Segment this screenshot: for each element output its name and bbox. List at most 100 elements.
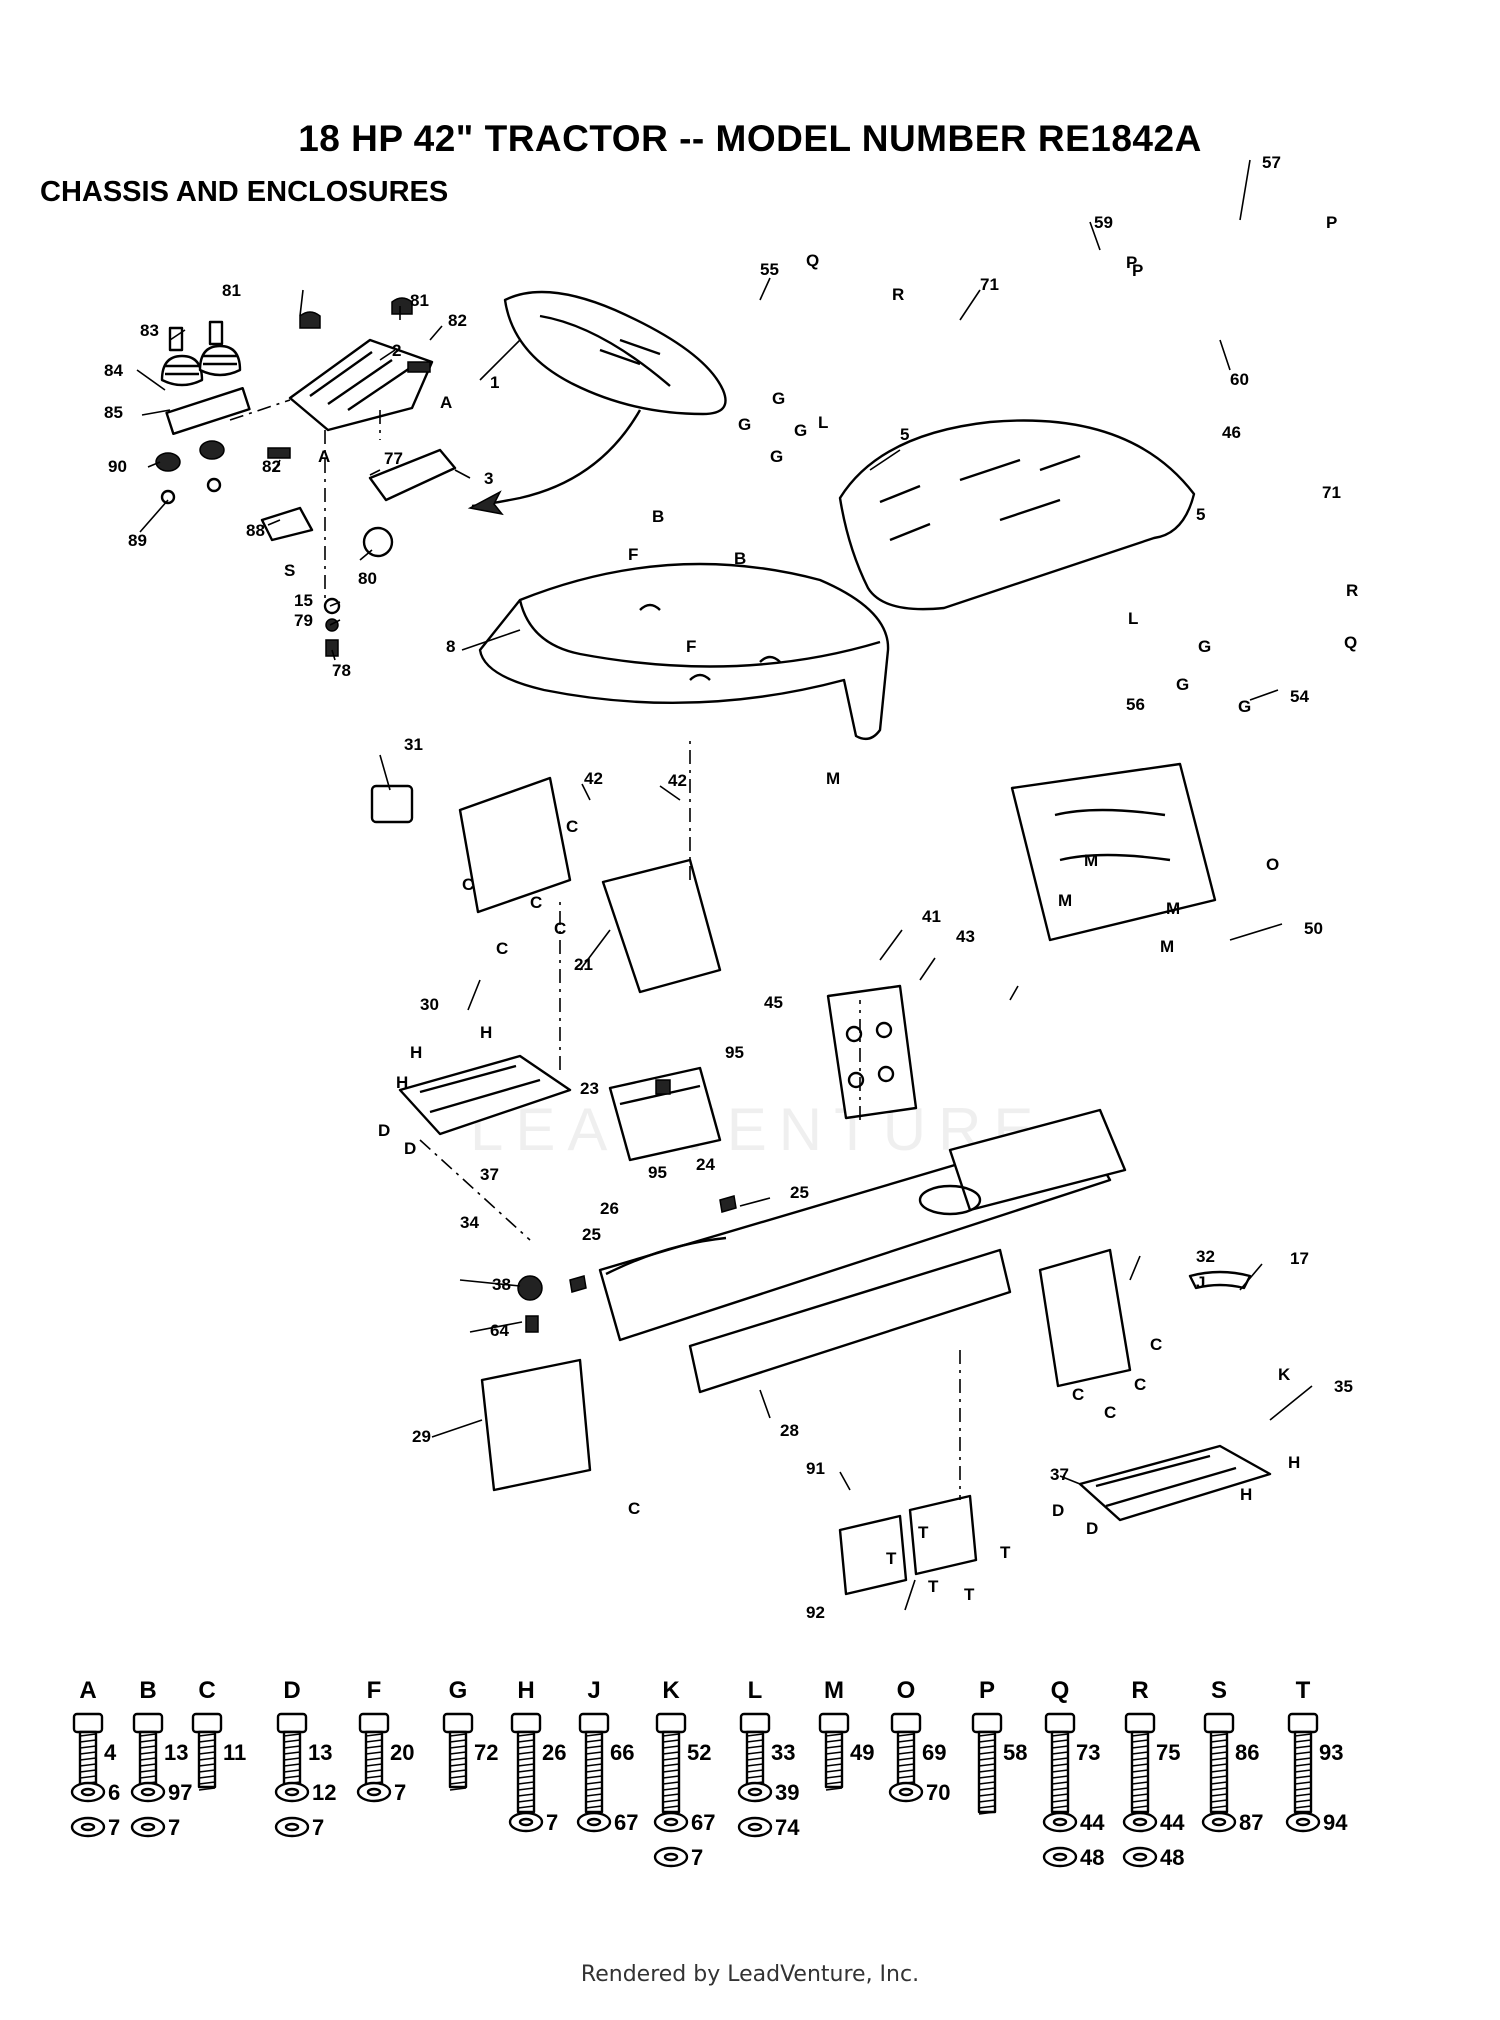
hardware-part-number: 69 (922, 1740, 946, 1765)
section-letter-R: R (1346, 581, 1358, 600)
section-letter-B: B (652, 507, 664, 526)
hardware-letter: B (139, 1677, 156, 1704)
section-subtitle: CHASSIS AND ENCLOSURES (40, 176, 449, 208)
section-letter-D: D (1052, 1501, 1064, 1520)
hardware-group-C: C11 (191, 1677, 246, 1791)
hardware-part-number: 93 (1319, 1740, 1343, 1765)
battery (608, 1066, 722, 1162)
section-letter-F: F (628, 545, 638, 564)
callout-37: 37 (480, 1165, 499, 1184)
callout-25: 25 (582, 1225, 601, 1244)
section-letter-P: P (1126, 253, 1137, 272)
section-letter-C: C (530, 893, 542, 912)
section-letter-D: D (1086, 1519, 1098, 1538)
callout-71: 71 (980, 275, 999, 294)
hardware-part-number: 39 (775, 1780, 799, 1805)
section-letter-G: G (1198, 637, 1211, 656)
section-letter-Q: Q (1344, 633, 1357, 652)
callout-90: 90 (108, 457, 127, 476)
callout-31: 31 (404, 735, 423, 754)
callout-37: 37 (1050, 1465, 1069, 1484)
section-letter-H: H (1240, 1485, 1252, 1504)
hardware-part-number: 26 (542, 1740, 566, 1765)
callout-95: 95 (725, 1043, 744, 1062)
hardware-letter: R (1131, 1677, 1148, 1704)
section-letter-G: G (1238, 697, 1251, 716)
hardware-letter: J (587, 1677, 600, 1704)
callout-5: 5 (1196, 505, 1205, 524)
callout-89: 89 (128, 531, 147, 550)
hardware-part-number: 7 (108, 1815, 120, 1840)
frame-rails (480, 1108, 1132, 1492)
callout-25: 25 (790, 1183, 809, 1202)
hardware-part-number: 67 (614, 1810, 638, 1835)
section-letter-M: M (1166, 899, 1180, 918)
callout-42: 42 (668, 771, 687, 790)
callout-77: 77 (384, 449, 403, 468)
section-letter-G: G (770, 447, 783, 466)
section-letter-C: C (566, 817, 578, 836)
section-letter-H: H (410, 1043, 422, 1062)
callout-64: 64 (490, 1321, 509, 1340)
hardware-part-number: 72 (474, 1740, 498, 1765)
hardware-part-number: 74 (775, 1815, 800, 1840)
section-letter-P: P (1326, 213, 1337, 232)
hardware-part-number: 87 (1239, 1810, 1263, 1835)
section-letter-T: T (918, 1523, 929, 1542)
hardware-part-number: 94 (1323, 1810, 1348, 1835)
callout-34: 34 (460, 1213, 479, 1232)
section-letter-A: A (318, 447, 330, 466)
hardware-group-G: G 72 (442, 1677, 498, 1791)
callout-60: 60 (1230, 370, 1249, 389)
hardware-letter: D (283, 1677, 300, 1704)
callout-43: 43 (956, 927, 975, 946)
callout-59: 59 (1094, 213, 1113, 232)
hardware-letter: G (449, 1677, 468, 1704)
hardware-part-number: 6 (108, 1780, 120, 1805)
hardware-letter: O (897, 1677, 916, 1704)
callout-45: 45 (764, 993, 783, 1012)
section-letter-H: H (396, 1073, 408, 1092)
callout-23: 23 (580, 1079, 599, 1098)
section-letter-D: D (378, 1121, 390, 1140)
section-letter-C: C (462, 875, 474, 894)
callout-38: 38 (492, 1275, 511, 1294)
hardware-letter: A (79, 1677, 96, 1704)
hardware-part-number: 48 (1080, 1845, 1104, 1870)
callout-82: 82 (262, 457, 281, 476)
hardware-part-number: 13 (164, 1740, 188, 1765)
callout-92: 92 (806, 1603, 825, 1622)
hardware-letter: H (517, 1677, 534, 1704)
hardware-letter: C (198, 1677, 215, 1704)
callout-81: 81 (410, 291, 429, 310)
hardware-part-number: 20 (390, 1740, 414, 1765)
parts-diagram: LEADVENTURE (70, 153, 1358, 1870)
hardware-letter: K (662, 1677, 680, 1704)
callout-80: 80 (358, 569, 377, 588)
section-letter-C: C (628, 1499, 640, 1518)
callout-35: 35 (1334, 1377, 1353, 1396)
hardware-part-number: 49 (850, 1740, 874, 1765)
section-letter-F: F (686, 637, 696, 656)
callout-83: 83 (140, 321, 159, 340)
hood (838, 419, 1196, 611)
callout-46: 46 (1222, 423, 1241, 442)
callout-24: 24 (696, 1155, 715, 1174)
section-letter-T: T (964, 1585, 975, 1604)
callout-71: 71 (1322, 483, 1341, 502)
hardware-part-number: 7 (691, 1845, 703, 1870)
section-letter-C: C (554, 919, 566, 938)
hardware-letter: S (1211, 1677, 1227, 1704)
seat (467, 290, 727, 516)
hardware-group-P: P58 (971, 1677, 1027, 1815)
section-letter-K: K (1278, 1365, 1291, 1384)
footrests (398, 1054, 1272, 1522)
footer-credit: Rendered by LeadVenture, Inc. (580, 1962, 920, 1987)
hardware-part-number: 7 (394, 1780, 406, 1805)
hardware-part-number: 75 (1156, 1740, 1180, 1765)
callout-32: 32 (1196, 1247, 1215, 1266)
